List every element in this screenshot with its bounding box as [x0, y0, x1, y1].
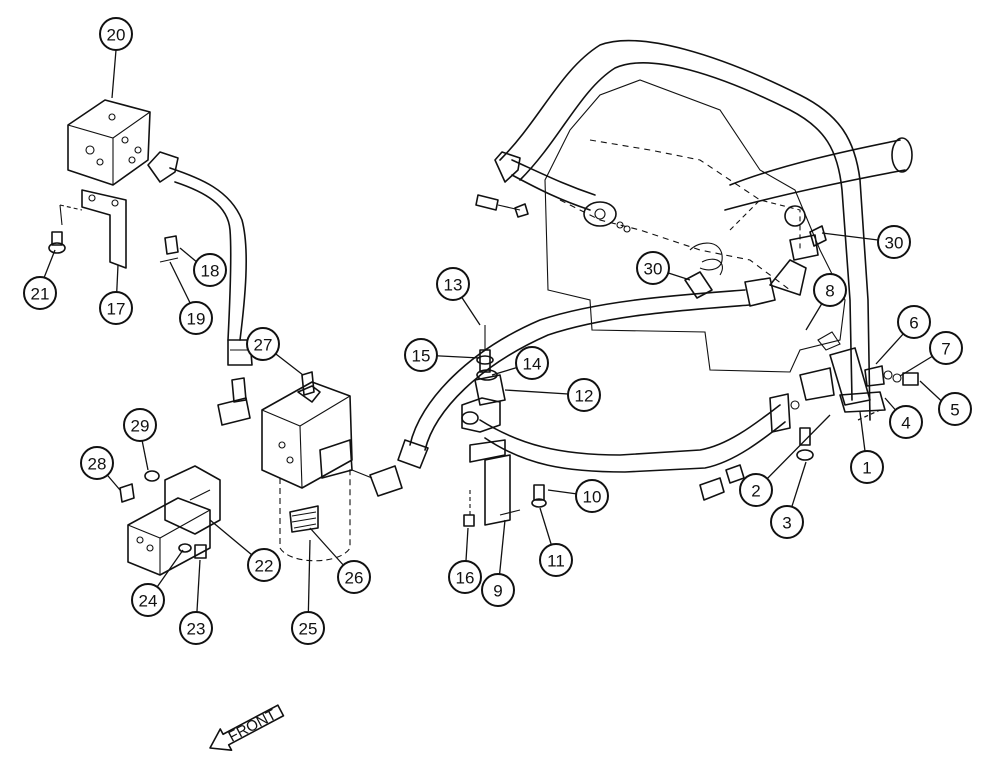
hose-clamp-bracket: [461, 325, 521, 526]
callout-5: 5: [938, 392, 972, 426]
callout-7: 7: [929, 331, 963, 365]
connector-fitting-30a: [684, 242, 723, 299]
callout-11-label: 11: [547, 552, 565, 571]
callout-22-label: 22: [255, 557, 274, 576]
upper-return-hose: [475, 151, 631, 233]
callout-17-label: 17: [107, 300, 126, 319]
callout-30-left: 30: [636, 251, 670, 285]
front-arrow-label: FRONT: [226, 706, 280, 745]
callout-24-label: 24: [139, 592, 158, 611]
callout-6: 6: [897, 305, 931, 339]
callout-9: 9: [481, 573, 515, 607]
callout-27: 27: [246, 327, 280, 361]
callout-29-label: 29: [131, 417, 150, 436]
engine-block: [544, 79, 846, 373]
callout-20-label: 20: [107, 26, 126, 45]
callout-13: 13: [436, 267, 470, 301]
filter-head-27: [217, 371, 403, 497]
callout-16-label: 16: [456, 569, 475, 588]
callout-23: 23: [179, 611, 213, 645]
callout-27-label: 27: [254, 336, 273, 355]
callout-19: 19: [179, 301, 213, 335]
upper-pump-hose: [147, 151, 253, 366]
callout-21-label: 21: [31, 285, 50, 304]
callout-4: 4: [889, 405, 923, 439]
bracket-17: [48, 189, 179, 269]
callout-28: 28: [80, 446, 114, 480]
callout-30-right-label: 30: [885, 234, 904, 253]
callout-4-label: 4: [901, 414, 910, 433]
callout-26-label: 26: [345, 569, 364, 588]
callouts: 1 2 3 4 5 6 7 8 9 10 11 12 13 14 15 16 1…: [23, 17, 972, 645]
callout-21: 21: [23, 276, 57, 310]
callout-18-label: 18: [201, 262, 220, 281]
callout-17: 17: [99, 291, 133, 325]
callout-19-label: 19: [187, 310, 206, 329]
callout-7-label: 7: [941, 340, 950, 359]
callout-11: 11: [539, 543, 573, 577]
callout-15-label: 15: [412, 347, 431, 366]
callout-10-label: 10: [583, 488, 602, 507]
filter-element-26: [279, 468, 351, 562]
callout-9-label: 9: [493, 582, 502, 601]
callout-14: 14: [515, 346, 549, 380]
callout-26: 26: [337, 560, 371, 594]
callout-30-left-label: 30: [644, 260, 663, 279]
callout-12: 12: [567, 378, 601, 412]
callout-30-right: 30: [877, 225, 911, 259]
callout-29: 29: [123, 408, 157, 442]
callout-2-label: 2: [751, 482, 760, 501]
callout-12-label: 12: [575, 387, 594, 406]
callout-1-label: 1: [862, 459, 871, 478]
callout-23-label: 23: [187, 620, 206, 639]
suction-tube: [479, 331, 919, 473]
callout-22: 22: [247, 548, 281, 582]
callout-1: 1: [850, 450, 884, 484]
callout-14-label: 14: [523, 355, 542, 374]
callout-8-label: 8: [825, 282, 834, 301]
callout-25: 25: [291, 611, 325, 645]
callout-20: 20: [99, 17, 133, 51]
callout-15: 15: [404, 338, 438, 372]
callout-28-label: 28: [88, 455, 107, 474]
leader-lines: [39, 49, 951, 629]
callout-6-label: 6: [909, 314, 918, 333]
front-arrow: FRONT: [209, 704, 285, 751]
callout-13-label: 13: [444, 276, 463, 295]
long-pressure-hose: [397, 205, 827, 469]
valve-block-20: [67, 99, 151, 186]
callout-16: 16: [448, 560, 482, 594]
callout-10: 10: [575, 479, 609, 513]
callout-3-label: 3: [782, 514, 791, 533]
callout-5-label: 5: [950, 401, 959, 420]
callout-18: 18: [193, 253, 227, 287]
callout-2: 2: [739, 473, 773, 507]
callout-8: 8: [813, 273, 847, 307]
callout-24: 24: [131, 583, 165, 617]
frame-tube: [499, 39, 913, 421]
bracket-22: [119, 465, 221, 576]
callout-3: 3: [770, 505, 804, 539]
callout-25-label: 25: [299, 620, 318, 639]
